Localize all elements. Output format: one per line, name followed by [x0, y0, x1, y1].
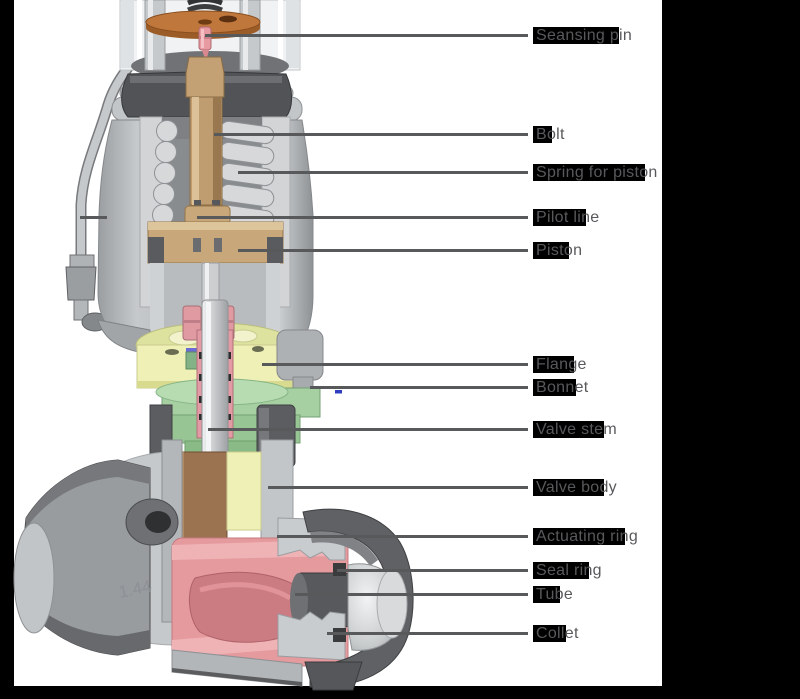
leader-tube [295, 593, 528, 596]
label-flange: Flange [533, 356, 587, 373]
leader-flange [262, 363, 528, 366]
leader-valve-stem [208, 428, 528, 431]
label-seansing-pin: Seansing pin [533, 27, 633, 44]
label-bolt: Bolt [533, 126, 565, 143]
leader-valve-body [268, 486, 528, 489]
label-tube: Tube [533, 586, 574, 603]
leader-bonnet [310, 386, 528, 389]
leader-collet [327, 632, 528, 635]
label-collet: Collet [533, 625, 579, 642]
label-actuating-ring: Actuating ring [533, 528, 639, 545]
label-bonnet: Bonnet [533, 379, 589, 396]
leader-pilot-line-b [197, 216, 528, 219]
label-piston: Piston [533, 242, 583, 259]
leader-seal-ring [337, 569, 528, 572]
label-pilot-line: Pilot line [533, 209, 600, 226]
label-seal-ring: Seal ring [533, 562, 602, 579]
diagram-canvas [14, 0, 662, 686]
label-valve-body: Valve body [533, 479, 617, 496]
leader-bolt [214, 133, 528, 136]
leader-piston [238, 249, 528, 252]
leader-pilot-line-a [80, 216, 107, 219]
leader-spring [238, 171, 528, 174]
leader-actuating-ring [277, 535, 528, 538]
leader-seansing-pin [205, 34, 528, 37]
label-valve-stem: Valve stem [533, 421, 617, 438]
label-spring: Spring for piston [533, 164, 658, 181]
